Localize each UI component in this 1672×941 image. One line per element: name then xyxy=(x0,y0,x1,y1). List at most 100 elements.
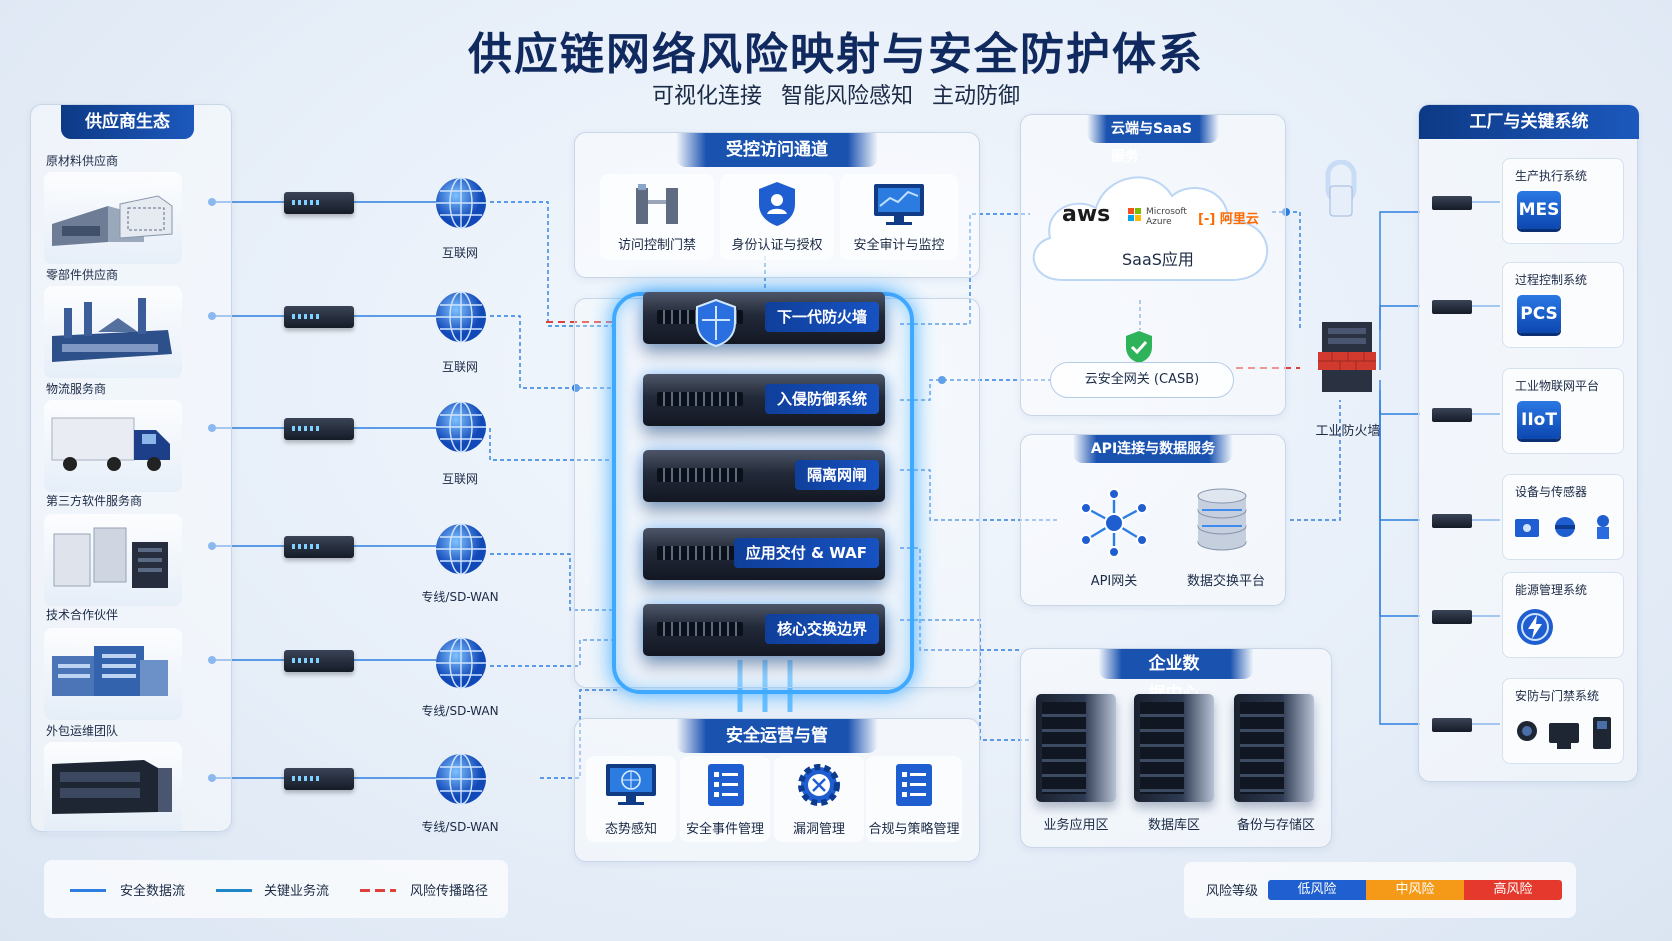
access-control-tile[interactable]: 访问控制门禁 xyxy=(600,174,714,260)
azure-logo-line1: Microsoft xyxy=(1146,207,1187,217)
vulnerability-management-tile[interactable]: 漏洞管理 xyxy=(774,756,864,842)
radar-monitor-icon xyxy=(606,764,656,805)
pcs-badge: PCS xyxy=(1517,295,1561,333)
risk-high: 高风险 xyxy=(1464,880,1562,900)
api-gateway-network-icon xyxy=(1080,488,1148,558)
monitor-dashboard-icon xyxy=(874,184,924,225)
factory-item-pcs[interactable]: 过程控制系统 PCS xyxy=(1502,262,1624,348)
supplier-label: 零部件供应商 xyxy=(46,268,119,282)
factory-item-devices-sensors[interactable]: 设备与传感器 xyxy=(1502,474,1624,560)
supplier-label: 外包运维团队 xyxy=(46,724,119,738)
core-switch-device[interactable]: 核心交换边界 xyxy=(643,604,885,656)
equipment-rack-icon xyxy=(52,760,172,814)
globe-icon xyxy=(436,523,486,575)
risk-level-label: 风险等级 xyxy=(1206,884,1259,899)
office-building-icon xyxy=(52,646,168,696)
supplier-label: 技术合作伙伴 xyxy=(46,608,119,622)
waf-device[interactable]: 应用交付 & WAF xyxy=(643,528,885,580)
compliance-policy-tile[interactable]: 合规与策略管理 xyxy=(866,756,962,842)
factory-building-icon xyxy=(52,195,173,246)
device-ports xyxy=(657,392,743,406)
iiot-badge: IIoT xyxy=(1517,401,1561,439)
legend-label: 风险传播路径 xyxy=(410,884,489,899)
business-app-zone-label: 业务应用区 xyxy=(1043,818,1109,833)
casb-gateway[interactable]: 云安全网关 (CASB) xyxy=(1050,362,1234,398)
server-rack-icon xyxy=(1036,694,1116,802)
factory-panel-heading: 工厂与关键系统 xyxy=(1419,105,1639,139)
edge-router-icon xyxy=(284,650,354,672)
globe-icon xyxy=(436,637,486,689)
saas-app-label: SaaS应用 xyxy=(1122,250,1194,269)
azure-logo-line2: Azure xyxy=(1146,217,1172,227)
policy-document-icon xyxy=(896,764,932,806)
ips-device[interactable]: 入侵防御系统 xyxy=(643,374,885,426)
identity-auth-tile[interactable]: 身份认证与授权 xyxy=(720,174,834,260)
security-audit-tile[interactable]: 安全审计与监控 xyxy=(840,174,958,260)
database-zone-label: 数据库区 xyxy=(1147,818,1200,833)
ngfw-label: 下一代防火墙 xyxy=(764,302,879,332)
link-type-label: 互联网 xyxy=(441,246,478,260)
edge-router-icon xyxy=(284,536,354,558)
switch-icon xyxy=(1432,514,1472,528)
factory-item-mes[interactable]: 生产执行系统 MES xyxy=(1502,158,1624,244)
gap-label: 隔离网闸 xyxy=(794,460,879,490)
waf-label: 应用交付 & WAF xyxy=(733,538,879,568)
link-type-label: 互联网 xyxy=(441,360,478,374)
access-panel-heading: 受控访问通道 xyxy=(676,133,878,167)
legend-swatch xyxy=(216,889,252,892)
compliance-policy-label: 合规与策略管理 xyxy=(868,822,960,837)
aliyun-logo-text: 阿里云 xyxy=(1219,212,1259,227)
supplier-label: 第三方软件服务商 xyxy=(46,494,143,508)
device-ports xyxy=(657,622,743,636)
vulnerability-management-label: 漏洞管理 xyxy=(792,822,845,837)
legend-label: 关键业务流 xyxy=(264,884,330,899)
edge-router-icon xyxy=(284,418,354,440)
truck-icon xyxy=(51,417,170,471)
edge-router-icon xyxy=(284,306,354,328)
factory-item-iiot[interactable]: 工业物联网平台 IIoT xyxy=(1502,368,1624,454)
switch-icon xyxy=(1432,408,1472,422)
link-type-label: 专线/SD-WAN xyxy=(421,820,499,834)
switch-icon xyxy=(1432,196,1472,210)
server-rack-icon xyxy=(1134,694,1214,802)
link-type-label: 互联网 xyxy=(441,472,478,486)
globe-icon xyxy=(436,753,486,805)
factory-item-security-access[interactable]: 安防与门禁系统 xyxy=(1502,678,1624,764)
risk-low: 低风险 xyxy=(1268,880,1366,900)
switch-icon xyxy=(1432,610,1472,624)
globe-icon xyxy=(436,401,486,453)
legend-label: 安全数据流 xyxy=(120,884,186,899)
datacenter-panel-heading: 企业数据中心 xyxy=(1098,649,1254,704)
edge-router-icon xyxy=(284,768,354,790)
link-type-label: 专线/SD-WAN xyxy=(421,704,499,718)
identity-auth-label: 身份认证与授权 xyxy=(731,238,823,253)
sensor-devices-icon xyxy=(1515,515,1609,539)
link-type-label: 专线/SD-WAN xyxy=(421,590,499,604)
factory-item-energy[interactable]: 能源管理系统 xyxy=(1502,572,1624,658)
factory-item-label: 生产执行系统 xyxy=(1515,169,1588,183)
supplier-label: 物流服务商 xyxy=(46,382,107,396)
ngfw-device[interactable]: 下一代防火墙 xyxy=(643,292,885,344)
ips-label: 入侵防御系统 xyxy=(764,384,879,414)
gap-device[interactable]: 隔离网闸 xyxy=(643,450,885,502)
legend-swatch xyxy=(70,889,106,892)
switch-icon xyxy=(1432,718,1472,732)
api-panel-heading: API连接与数据服务 xyxy=(1072,435,1234,463)
industrial-firewall-icon[interactable] xyxy=(1314,318,1380,398)
backup-storage-zone-label: 备份与存储区 xyxy=(1236,818,1315,833)
aws-logo: aws xyxy=(1062,202,1111,227)
incident-management-tile[interactable]: 安全事件管理 xyxy=(680,756,770,842)
cloud-icon xyxy=(1032,176,1269,281)
industrial-plant-icon xyxy=(52,298,172,362)
situational-awareness-tile[interactable]: 态势感知 xyxy=(586,756,676,842)
device-ports xyxy=(657,546,743,560)
core-switch-label: 核心交换边界 xyxy=(764,614,879,644)
energy-bolt-icon xyxy=(1517,609,1553,645)
check-shield-icon xyxy=(1126,331,1152,363)
cloud-panel-heading: 云端与SaaS服务 xyxy=(1087,115,1219,165)
globe-icon xyxy=(436,177,486,229)
data-exchange-label: 数据交换平台 xyxy=(1186,574,1265,589)
mes-badge: MES xyxy=(1517,191,1561,229)
